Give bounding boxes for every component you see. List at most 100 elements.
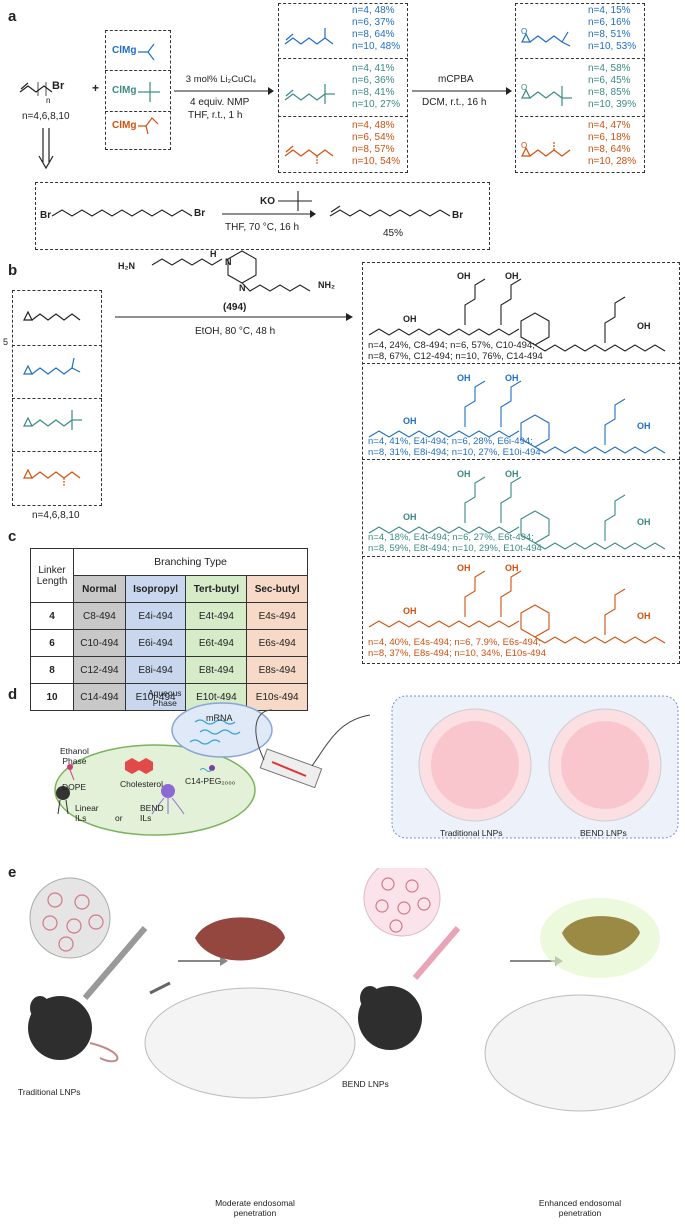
table-corner-label: Linker Length — [36, 564, 68, 587]
epoxide-structures: O O O — [521, 27, 572, 157]
table-branching-header: Branching Type — [73, 548, 308, 576]
traditional-lnp-mouse-label: Traditional LNPs — [18, 1087, 81, 1097]
amine-n-top: N — [225, 257, 232, 267]
epoxide-tert-n6: n=6, 45% — [588, 75, 631, 86]
alkene-tertbutyl-yields: n=4, 41% n=6, 36% n=8, 41% n=10, 27% — [352, 63, 400, 111]
sec-lipid-oh-3: OH — [505, 563, 519, 573]
svg-text:O: O — [521, 27, 527, 36]
bromide-br-label: Br — [52, 80, 65, 92]
ethanol-phase-text: Ethanol Phase — [60, 746, 89, 766]
alkene-secbutyl-yields: n=4, 48% n=6, 54% n=8, 57% n=10, 54% — [352, 120, 400, 168]
table-corner-cell: Linker Length — [30, 548, 74, 603]
epoxide-sec-n4: n=4, 47% — [588, 120, 631, 131]
normal-lipid-oh-3: OH — [505, 271, 519, 281]
lnp-formulation-illustration — [54, 695, 679, 839]
epoxide-input-divider-mid — [12, 398, 102, 399]
table-cell: E6s-494 — [246, 629, 308, 657]
svg-text:O: O — [521, 83, 527, 92]
in-vivo-illustration — [28, 868, 676, 1112]
table-cell: E8i-494 — [124, 656, 187, 684]
normal-lipid-oh-1: OH — [403, 314, 417, 324]
amine-id: (494) — [223, 302, 247, 313]
epoxide-n-values: n=4,6,8,10 — [32, 510, 80, 521]
panel-label-e: e — [8, 864, 17, 881]
lipid-divider-1 — [362, 363, 680, 364]
iso-lipid-oh-1: OH — [403, 416, 417, 426]
alkyl-bromide-structure — [19, 82, 53, 96]
lnp-particle-decorations — [392, 708, 682, 828]
alkene-sec-n8: n=8, 57% — [352, 144, 395, 155]
iso-lipid-yields-1: n=4, 41%, E4i-494; n=6, 28%, E6i-494; — [368, 436, 533, 447]
alkene-tert-n10: n=10, 27% — [352, 99, 401, 110]
coupling-arrow — [174, 87, 274, 95]
table-cell: E6t-494 — [185, 629, 248, 657]
row-length: 4 — [30, 602, 74, 630]
epoxidation-conditions: DCM, r.t., 16 h — [422, 97, 487, 108]
row-length: 6 — [30, 629, 74, 657]
normal-lipid-oh-2: OH — [457, 271, 471, 281]
moderate-penetration-text: Moderate endosomal penetration — [215, 1198, 295, 1218]
table-cell: E4t-494 — [185, 602, 248, 630]
dibromide-br-left: Br — [40, 210, 52, 221]
epoxidation-arrow — [412, 87, 512, 95]
epoxide-sec-n8: n=8, 64% — [588, 144, 631, 155]
sec-lipid-yields-2: n=8, 37%, E8s-494; n=10, 34%, E10s-494 — [368, 648, 546, 659]
amination-conditions: EtOH, 80 °C, 48 h — [195, 326, 276, 337]
tert-lipid-oh-3: OH — [505, 469, 519, 479]
aqueous-phase-label: Aqueous Phase — [148, 688, 182, 708]
bend-ils-label: BEND ILs — [140, 803, 164, 823]
panel-label-b: b — [8, 262, 18, 279]
alkene-sec-n4: n=4, 48% — [352, 120, 395, 131]
epoxide-iso-n6: n=6, 16% — [588, 17, 631, 28]
amine-nh: H — [210, 249, 217, 259]
alkene-tert-n8: n=8, 41% — [352, 87, 395, 98]
tert-lipid-oh-2: OH — [457, 469, 471, 479]
table-row: 4 C8-494 E4i-494 E4t-494 E4s-494 — [30, 602, 308, 630]
enhanced-penetration-label: Enhanced endosomal penetration — [505, 1198, 655, 1218]
amine-nh2-right: NH₂ — [318, 280, 335, 290]
tert-lipid-oh-4: OH — [637, 517, 651, 527]
row-length: 8 — [30, 656, 74, 684]
coupling-catalyst: 3 mol% Li₂CuCl₄ — [185, 74, 257, 85]
alkene-iso-n4: n=4, 48% — [352, 5, 395, 16]
alkene-iso-n10: n=10, 48% — [352, 41, 401, 52]
epoxide-tert-n8: n=8, 85% — [588, 87, 631, 98]
normal-lipid-yields-1: n=4, 24%, C8-494; n=6, 57%, C10-494; — [368, 340, 535, 351]
alkene-products-box — [278, 3, 408, 173]
epoxide-products-box — [515, 3, 645, 173]
col-header-secbutyl: Sec-butyl — [246, 575, 308, 603]
alkene-iso-n8: n=8, 64% — [352, 29, 395, 40]
alkene-sec-n6: n=6, 54% — [352, 132, 395, 143]
epoxidation-reagent: mCPBA — [438, 74, 474, 85]
epoxide-secbutyl-yields: n=4, 47% n=6, 18% n=8, 64% n=10, 28% — [588, 120, 636, 168]
alkene-iso-n6: n=6, 37% — [352, 17, 395, 28]
bromide-n-subscript: n — [46, 96, 51, 105]
iso-lipid-yields-2: n=8, 31%, E8i-494; n=10, 27%, E10i-494 — [368, 447, 541, 458]
epoxide-sec-n10: n=10, 28% — [588, 156, 637, 167]
col-header-normal: Normal — [73, 575, 126, 603]
coupling-conditions: 3 mol% Li₂CuCl₄ — [175, 74, 267, 86]
table-cell: E4i-494 — [124, 602, 187, 630]
tert-lipid-yields-2: n=8, 59%, E8t-494; n=10, 29%, E10t-494 — [368, 543, 542, 554]
lipid-structures — [368, 278, 666, 644]
epoxide-input-dividers — [12, 345, 102, 452]
alkene-tert-n6: n=6, 36% — [352, 75, 395, 86]
normal-lipid-yields-2: n=8, 67%, C12-494; n=10, 76%, C14-494 — [368, 351, 543, 362]
col-header-tertbutyl: Tert-butyl — [185, 575, 248, 603]
grignard-alkyl-groups — [138, 43, 160, 135]
col-header-isopropyl: Isopropyl — [124, 575, 187, 603]
panel-label-c: c — [8, 528, 17, 545]
epoxide-iso-n10: n=10, 53% — [588, 41, 637, 52]
epoxide-equivalents: 5 — [3, 337, 9, 347]
bend-ils-text: BEND ILs — [140, 803, 164, 823]
aqueous-phase-text: Aqueous Phase — [148, 688, 182, 708]
alkene-structures — [284, 28, 335, 164]
svg-text:O: O — [521, 141, 527, 150]
mrna-label: mRNA — [206, 713, 233, 723]
bend-lnp-mouse-label: BEND LNPs — [342, 1079, 389, 1089]
sec-lipid-oh-4: OH — [637, 611, 651, 621]
retrosynthesis-arrow — [38, 128, 54, 170]
plus-sign: + — [92, 81, 100, 95]
table-cell: E8s-494 — [246, 656, 308, 684]
table-cell: E10i-494 — [124, 683, 187, 711]
